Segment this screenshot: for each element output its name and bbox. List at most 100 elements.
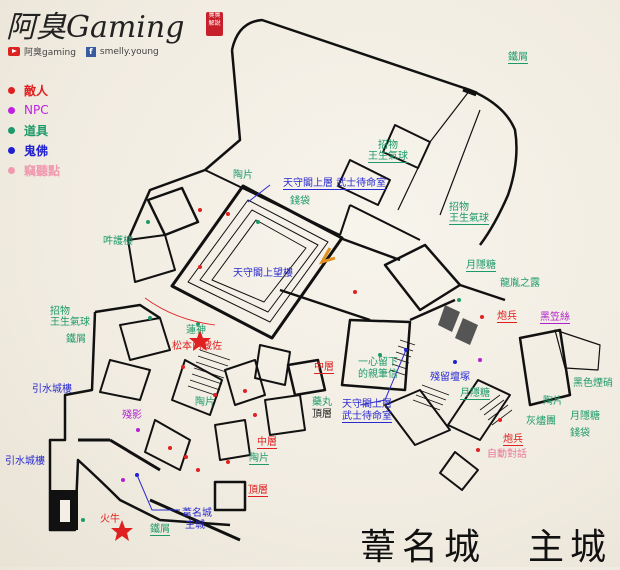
map-label: 殘影: [122, 410, 142, 421]
enemy-dot: [181, 365, 185, 369]
idol-dot: [453, 360, 457, 364]
idol-dot-icon: [8, 146, 15, 154]
enemy-dot: [353, 290, 357, 294]
map-label: 陶片: [543, 396, 563, 407]
map-legend: 敵人 NPC 道具 鬼佛 竊聽點: [8, 80, 60, 180]
enemy-dot: [184, 455, 188, 459]
map-label: 天守閣上層: [342, 399, 392, 410]
item-dot: [146, 220, 150, 224]
youtube-icon: [8, 47, 20, 56]
map-label: 陶片: [233, 170, 253, 181]
npc-dot: [136, 428, 140, 432]
npc-markers: [121, 358, 482, 482]
enemy-dot: [168, 446, 172, 450]
room: [383, 243, 462, 312]
room: [554, 329, 601, 371]
map-label: 火牛: [100, 514, 120, 525]
map-label: 鐵屑: [150, 524, 170, 536]
map-label: 中層: [257, 437, 277, 449]
map-label: 吽護樓: [103, 236, 133, 247]
map-label: 月隱糖: [570, 411, 600, 422]
brand-seal: 臭臭解說: [206, 12, 223, 36]
room: [447, 379, 511, 441]
enemy-dot-icon: [8, 86, 15, 94]
room: [254, 344, 291, 386]
map-label: 灰燼團: [526, 416, 556, 427]
npc-dot-icon: [8, 106, 15, 114]
map-label: 王生氣球: [50, 317, 90, 328]
map-label: 炮兵: [497, 311, 517, 323]
legend-enemy: 敵人: [8, 80, 60, 100]
enemy-dot: [198, 208, 202, 212]
room: [127, 234, 176, 283]
map-label: 黑笠絲: [540, 312, 570, 324]
npc-dot: [478, 358, 482, 362]
wall: [397, 89, 481, 216]
legend-label: 道具: [24, 123, 49, 138]
map-label: 蓮神: [186, 325, 206, 336]
enemy-dot: [498, 418, 502, 422]
legend-label: 竊聽點: [24, 163, 61, 178]
map-label: 頂層: [248, 485, 268, 497]
boss-star-icon: [111, 520, 133, 541]
map-label: 松本內藏佐: [172, 341, 222, 352]
map-label: 藥丸: [312, 397, 332, 408]
room: [214, 419, 251, 461]
enemy-dot: [196, 468, 200, 472]
item-dot: [81, 518, 85, 522]
facebook-page[interactable]: smelly.young: [99, 46, 159, 57]
room: [518, 328, 572, 407]
tower-inner-ring: [211, 219, 307, 303]
map-label: 月隱糖: [466, 260, 496, 272]
map-label: 鐵屑: [66, 334, 86, 345]
legend-eavesdrop: 竊聽點: [8, 160, 60, 180]
room: [439, 451, 479, 491]
enemy-markers: [111, 208, 502, 541]
room: [119, 317, 171, 361]
map-label: 龍胤之露: [500, 278, 540, 289]
map-label: 鐵屑: [508, 52, 528, 64]
enemy-dot: [213, 393, 217, 397]
legend-label: 敵人: [24, 83, 49, 98]
room: [224, 359, 266, 406]
tower-inner-ring: [199, 209, 319, 313]
room: [99, 359, 151, 401]
route-line: [144, 297, 216, 326]
outer-wall: [230, 18, 518, 246]
boss-star-icon: [189, 330, 211, 351]
room: [213, 480, 247, 512]
wall: [204, 169, 421, 241]
map-label: 陶片: [249, 453, 269, 465]
legend-label: NPC: [24, 103, 49, 117]
brand-logo: 阿臭Gaming: [6, 10, 185, 45]
map-label: 招物: [50, 306, 70, 317]
map-label: 王生氣球: [449, 213, 489, 225]
item-dot-icon: [8, 126, 15, 134]
youtube-channel[interactable]: 阿臭gaming: [24, 48, 76, 58]
enemy-dot: [476, 448, 480, 452]
legend-idol: 鬼佛: [8, 140, 60, 160]
room: [264, 394, 306, 436]
map-title: 葦名城 主城: [360, 527, 613, 568]
room: [384, 389, 451, 446]
enemy-dot: [480, 315, 484, 319]
letter-room: [340, 318, 412, 392]
item-dot: [196, 322, 200, 326]
west-outer: [48, 303, 231, 532]
item-dot: [148, 316, 152, 320]
room: [286, 358, 327, 397]
map-label: 炮兵: [503, 434, 523, 446]
north-gate: [462, 86, 478, 97]
grapple-marker: [318, 247, 336, 265]
facebook-icon: f: [85, 46, 96, 57]
room: [171, 359, 223, 416]
map-label: 天守閣上望樓: [233, 268, 293, 279]
map-label: 中層: [314, 362, 334, 374]
map-label: 主城: [185, 520, 205, 531]
map-label: 葦名城: [182, 508, 212, 519]
map-label: 引水城樓: [5, 456, 45, 467]
wall: [279, 236, 506, 322]
tower-inner-ring: [187, 199, 329, 323]
item-dot: [378, 353, 382, 357]
